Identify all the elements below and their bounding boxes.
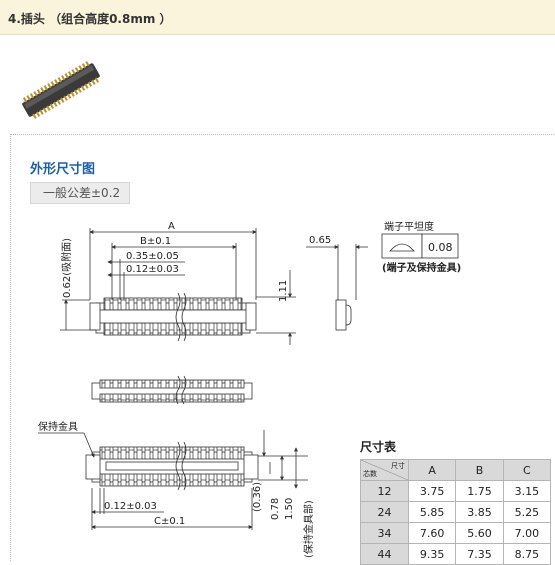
flatness-title: 端子平坦度 xyxy=(384,220,434,233)
dimension-table: 芯数 尺寸 A B C 12 3.75 1.75 3.15 24 5.85 3.… xyxy=(360,459,552,565)
dim-111: 1.11 xyxy=(278,280,289,302)
cell-A: 9.35 xyxy=(407,543,457,565)
cell-C: 7.00 xyxy=(502,522,552,544)
pin-count: 12 xyxy=(360,480,409,502)
cell-A: 5.85 xyxy=(407,501,457,523)
table-corner-header: 芯数 尺寸 xyxy=(360,459,409,481)
dim-150: 1.50 xyxy=(284,498,295,520)
cell-C: 5.25 xyxy=(502,501,552,523)
dim-C: C±0.1 xyxy=(154,516,185,527)
cell-A: 7.60 xyxy=(407,522,457,544)
dim-012b: 0.12±0.03 xyxy=(104,501,157,512)
flatness-caption: (端子及保持金具) xyxy=(382,261,461,274)
pin-count: 24 xyxy=(360,501,409,523)
table-row: 44 9.35 7.35 8.75 xyxy=(360,543,552,565)
cell-B: 5.60 xyxy=(455,522,504,544)
col-header-C: C xyxy=(502,459,552,481)
connector-photo xyxy=(22,61,100,119)
flatness-value: 0.08 xyxy=(428,241,453,254)
tolerance-note: 一般公差±0.2 xyxy=(30,182,130,204)
table-header-row: 芯数 尺寸 A B C xyxy=(360,459,552,481)
table-title: 尺寸表 xyxy=(360,440,397,454)
dim-062: 0.62(吸附面) xyxy=(60,238,73,298)
col-header-B: B xyxy=(455,459,504,481)
pin-count: 44 xyxy=(360,543,409,565)
drawing-panel xyxy=(10,134,555,561)
section-title: 4.插头 （组合高度0.8mm ） xyxy=(8,12,172,26)
dim-retainer-part: (保持金具部) xyxy=(302,500,315,558)
col-header-A: A xyxy=(407,459,457,481)
dim-065: 0.65 xyxy=(309,235,331,246)
cell-B: 7.35 xyxy=(455,543,504,565)
dim-A: A xyxy=(168,221,175,232)
retainer-label: 保持金具 xyxy=(38,420,78,433)
cell-A: 3.75 xyxy=(407,480,457,502)
cell-C: 8.75 xyxy=(502,543,552,565)
dim-012: 0.12±0.03 xyxy=(126,264,179,275)
cell-C: 3.15 xyxy=(502,480,552,502)
head-pins-label: 芯数 xyxy=(363,470,377,478)
dim-078: 0.78 xyxy=(270,498,281,520)
table-row: 12 3.75 1.75 3.15 xyxy=(360,480,552,502)
cell-B: 3.85 xyxy=(455,501,504,523)
table-row: 24 5.85 3.85 5.25 xyxy=(360,501,552,523)
dim-B: B±0.1 xyxy=(140,236,171,247)
dim-036: (0.36) xyxy=(252,482,263,512)
section-header: 4.插头 （组合高度0.8mm ） xyxy=(0,0,555,35)
table-row: 34 7.60 5.60 7.00 xyxy=(360,522,552,544)
drawing-title: 外形尺寸图 xyxy=(30,162,96,177)
cell-B: 1.75 xyxy=(455,480,504,502)
head-size-label: 尺寸 xyxy=(391,462,405,470)
dim-035: 0.35±0.05 xyxy=(126,251,179,262)
pin-count: 34 xyxy=(360,522,409,544)
